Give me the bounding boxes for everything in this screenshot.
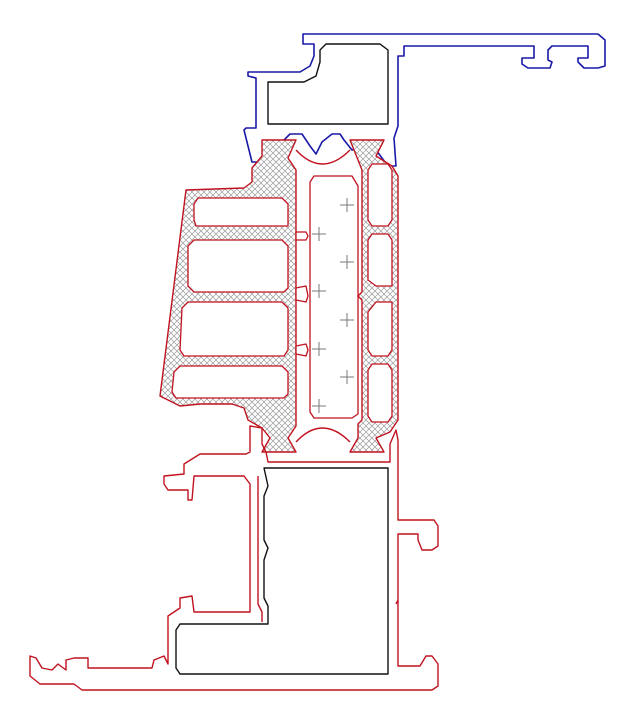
- gasket-nub-1: [295, 231, 309, 241]
- upper-profile-outline: [243, 33, 606, 167]
- lower-isolator-arc: [295, 427, 351, 443]
- right-chamber-1: [367, 163, 393, 227]
- insulation-cross: [312, 227, 326, 241]
- left-chamber-2: [187, 239, 289, 293]
- insulation-cross: [312, 399, 326, 413]
- gasket-nub-2: [295, 285, 309, 303]
- upper-isolator-arc: [295, 149, 351, 165]
- insulation-cross: [340, 255, 354, 269]
- lower-frame-outline: [29, 425, 439, 691]
- insulation-cross: [312, 342, 326, 356]
- lower-reinforcement-outline: [175, 467, 389, 675]
- lower-frame-profile: [29, 425, 439, 691]
- insulation-markers: [312, 198, 354, 413]
- thermal-break-section: [159, 139, 399, 453]
- left-chamber-4: [171, 365, 289, 399]
- glazing-pane: [309, 175, 359, 419]
- right-chamber-3: [367, 301, 393, 357]
- upper-profile: [243, 33, 606, 167]
- left-sash-shell: [159, 139, 297, 453]
- lower-inner-web: [257, 476, 399, 622]
- left-chamber-3: [179, 301, 289, 357]
- right-chamber-2: [367, 233, 393, 287]
- left-chamber-1: [193, 197, 289, 227]
- insulation-cross: [340, 313, 354, 327]
- insulation-cross: [312, 284, 326, 298]
- gasket-nub-3: [295, 343, 309, 357]
- insulation-cross: [340, 370, 354, 384]
- right-chamber-4: [367, 363, 393, 423]
- insulation-cross: [340, 198, 354, 212]
- upper-reinforcement-outline: [267, 43, 389, 125]
